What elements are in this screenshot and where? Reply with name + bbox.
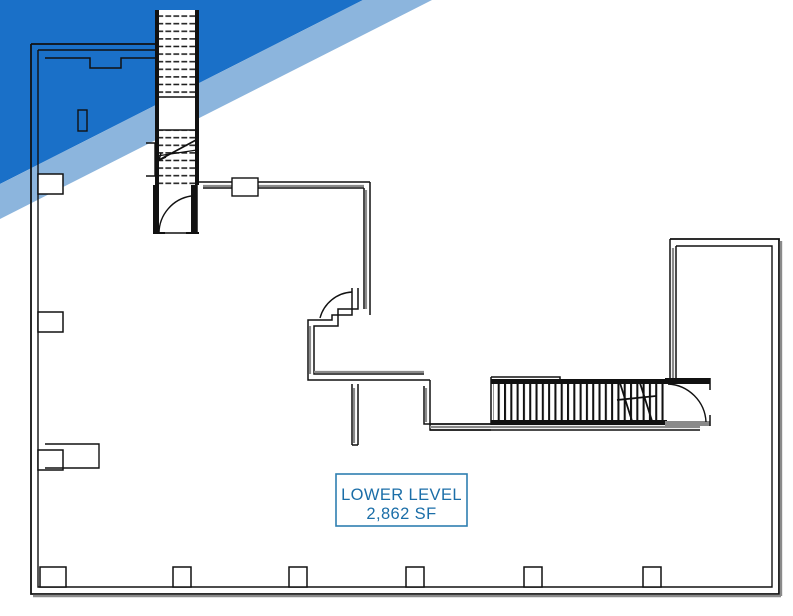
upper-corridor-walls (197, 181, 371, 315)
corridor-connector-lower (430, 423, 491, 431)
stair-run-lower-right (490, 376, 667, 425)
stair-break-line (156, 149, 198, 157)
area-label-line2: 2,862 SF (366, 505, 436, 523)
stair-break-line (616, 382, 657, 422)
central-interior-walls (307, 288, 430, 381)
right-recessed-room-walls (669, 239, 677, 382)
lower-level-area-label: LOWER LEVEL 2,862 SF (335, 473, 468, 527)
stair-landing-right (665, 378, 711, 426)
door-stair-lower-left (158, 195, 192, 234)
stair-run-upper-left (155, 10, 199, 185)
area-label-line1: LOWER LEVEL (341, 486, 462, 504)
column-markers-bottom-wall (39, 566, 662, 588)
left-wing-interior-walls (45, 57, 196, 69)
opening-corridor-wall (231, 177, 259, 197)
door-center-corridor (319, 291, 353, 319)
column-left-wing (77, 109, 88, 132)
window-openings-left-wall (37, 173, 64, 471)
area-label-border (335, 473, 468, 527)
left-wing-mid-jog (45, 142, 156, 469)
door-stair-right (667, 383, 707, 423)
